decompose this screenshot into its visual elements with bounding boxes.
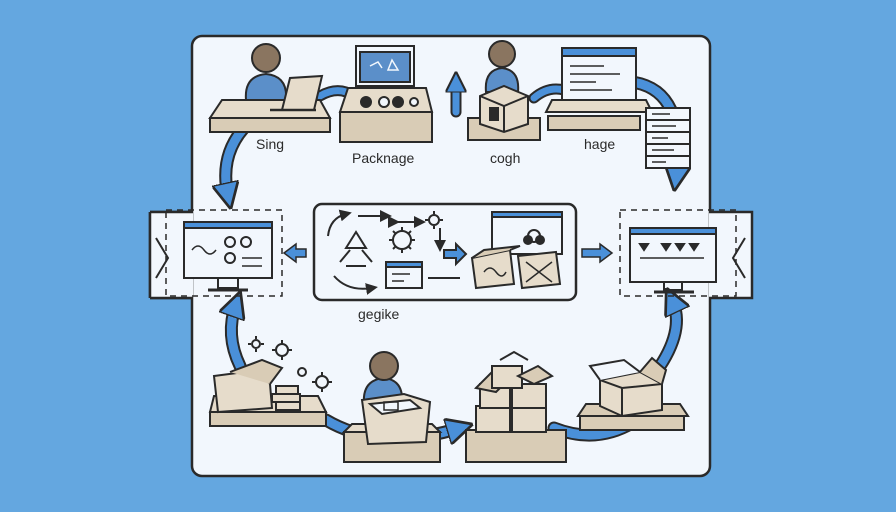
laptop-icon [544, 47, 654, 131]
recycle-icon [327, 209, 460, 295]
package-boxes-icon [470, 211, 563, 290]
right-monitor-icon [629, 227, 717, 294]
stacked-boxes-icon [465, 350, 567, 463]
person-with-box-icon [467, 40, 541, 141]
stacked-boxes-icon [208, 358, 328, 427]
right-side-tab [709, 210, 754, 300]
left-side-tab [148, 210, 193, 300]
label-packnage: Packnage [352, 150, 415, 166]
label-hage: hage [584, 136, 616, 152]
label-gegike: gegike [358, 306, 400, 322]
person-with-box-icon [341, 351, 443, 463]
label-sing: Sing [256, 136, 285, 152]
gear-icon [248, 336, 332, 392]
open-box-icon [576, 356, 690, 431]
gear-icon [389, 211, 443, 253]
cutting-machine-icon [338, 45, 434, 143]
person-at-laptop-icon [208, 43, 332, 133]
server-rack-icon [645, 107, 691, 169]
left-monitor-icon [183, 221, 273, 292]
label-cogh: cogh [490, 150, 521, 166]
